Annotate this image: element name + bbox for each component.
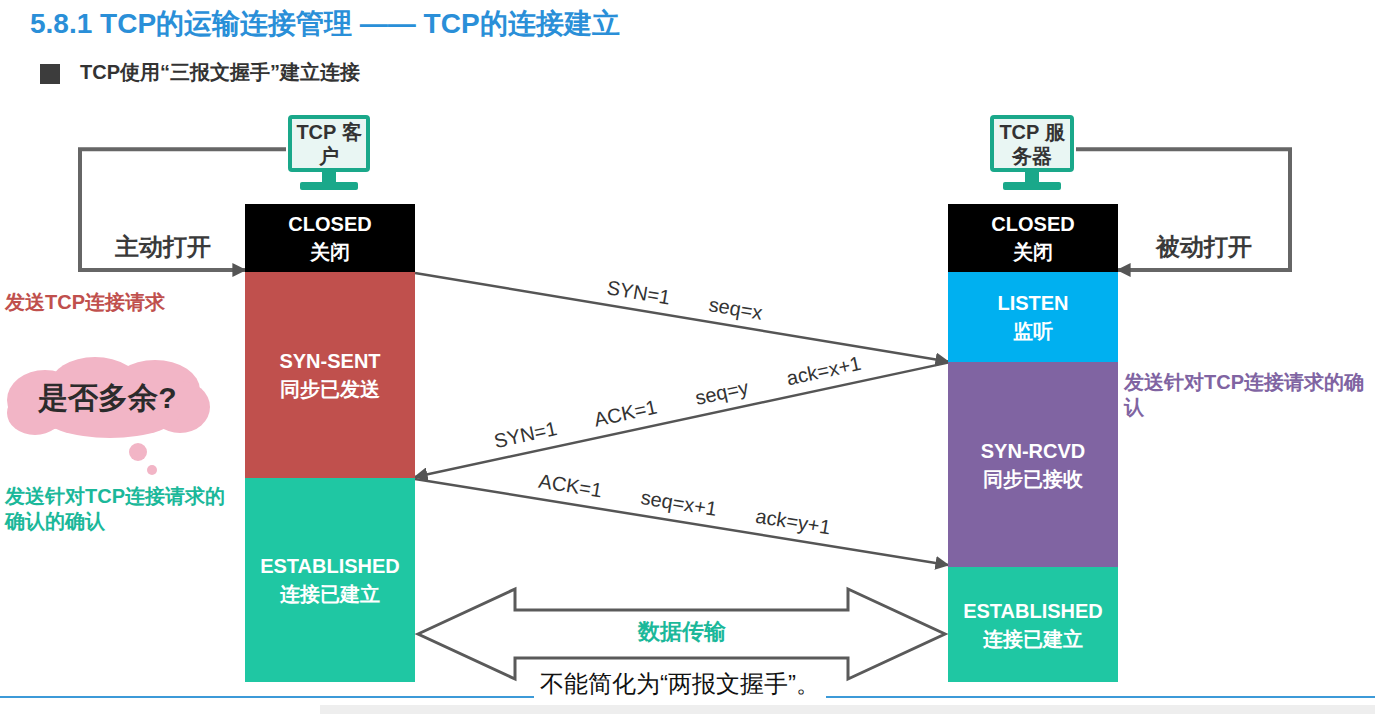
node-text: ESTABLISHED (963, 599, 1103, 623)
edge-label: 主动打开 (112, 233, 214, 262)
thought-bubble (129, 443, 157, 475)
block-double-arrow (418, 589, 945, 679)
monitor-stand (300, 172, 1061, 190)
node-text: 同步已发送 (280, 377, 380, 401)
node-text: 监听 (1013, 319, 1053, 343)
edge-label: 被动打开 (1153, 233, 1255, 262)
footer-bar (320, 705, 1375, 714)
note: 发送针对TCP连接请求的确认的确认 (5, 484, 237, 534)
node-text: SYN-SENT (279, 349, 380, 373)
node-text: CLOSED (288, 212, 371, 236)
node-text: 同步已接收 (983, 467, 1083, 491)
client-monitor: TCP 客户 (288, 115, 370, 172)
node-text: SYN-RCVD (981, 439, 1085, 463)
node-text: LISTEN (997, 291, 1068, 315)
message-arrow (415, 363, 948, 477)
node-text: 关闭 (310, 240, 350, 264)
edge-label: ACK=1 seq=x+1 ack=y+1 (534, 468, 835, 540)
state-box: LISTEN 监听 (948, 272, 1118, 362)
title: 5.8.1 TCP的运输连接管理 —— TCP的连接建立 (30, 6, 620, 41)
state-box: ESTABLISHED 连接已建立 (245, 478, 415, 682)
state-box: SYN-SENT 同步已发送 (245, 272, 415, 478)
state-box: CLOSED 关闭 (245, 204, 415, 272)
node-text: CLOSED (991, 212, 1074, 236)
edge-label: SYN=1 seq=x (602, 274, 767, 324)
bullet-square (40, 64, 60, 84)
server-monitor: TCP 服务器 (990, 115, 1074, 172)
cloud-puffs (7, 357, 210, 438)
node-text: TCP 服务器 (998, 120, 1066, 168)
caption: 不能简化为“两报文握手”。 (534, 668, 826, 700)
state-box: SYN-RCVD 同步已接收 (948, 362, 1118, 567)
node-text: 是否多余? (38, 380, 176, 416)
message-arrow (415, 273, 948, 362)
edge-label: SYN=1 ACK=1 seq=y ack=x+1 (489, 350, 867, 453)
node-text: 连接已建立 (983, 627, 1083, 651)
state-box: CLOSED 关闭 (948, 204, 1118, 272)
node-text: 连接已建立 (280, 582, 380, 606)
state-box: ESTABLISHED 连接已建立 (948, 567, 1118, 682)
note: 发送TCP连接请求 (5, 290, 240, 315)
edge-label: 数据传输 (635, 619, 729, 645)
node-text: 关闭 (1013, 240, 1053, 264)
node-text: ESTABLISHED (260, 554, 400, 578)
node-text: TCP 客户 (296, 120, 362, 168)
thought-cloud: 是否多余? (5, 355, 210, 440)
note: 发送针对TCP连接请求的确认 (1124, 370, 1372, 420)
subtitle: TCP使用“三报文握手”建立连接 (80, 60, 680, 85)
